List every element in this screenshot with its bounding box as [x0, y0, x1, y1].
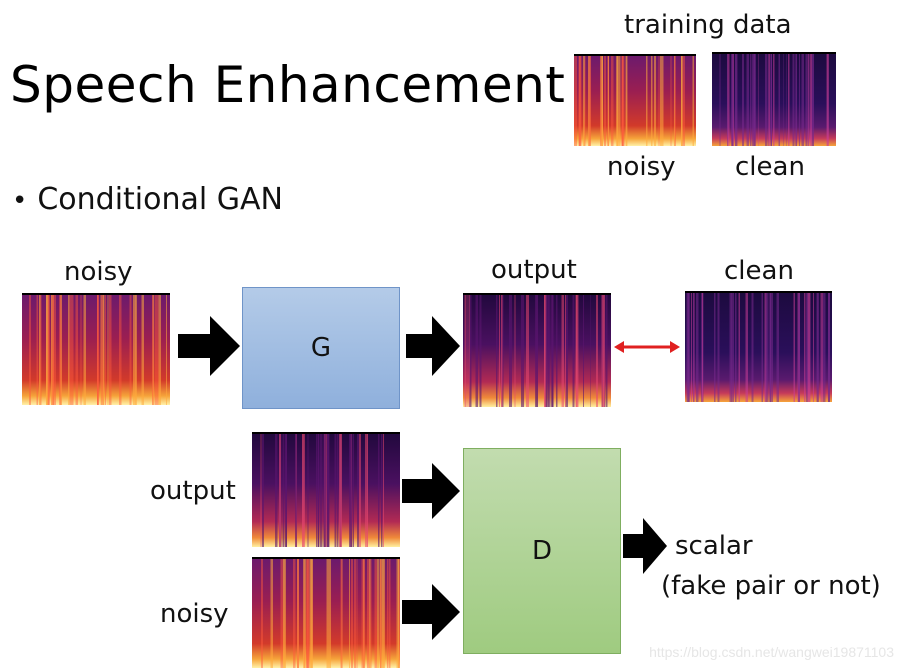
page-title: Speech Enhancement	[10, 56, 566, 114]
training-noisy-label: noisy	[607, 152, 676, 182]
discriminator-input1-label: output	[150, 476, 236, 506]
discriminator-result-label: scalar	[675, 531, 753, 561]
discriminator-block: D	[463, 448, 621, 654]
training-clean-spectrogram	[712, 52, 836, 146]
generator-input-label: noisy	[64, 257, 133, 287]
training-data-heading: training data	[624, 10, 792, 40]
arrow-output-to-discriminator-icon	[402, 463, 460, 519]
generator-input-spectrogram	[22, 293, 170, 405]
arrow-to-generator-icon	[178, 316, 240, 376]
generator-target-spectrogram	[685, 291, 832, 402]
generator-output-spectrogram	[463, 293, 611, 407]
generator-target-label: clean	[724, 256, 794, 286]
discriminator-input2-label: noisy	[160, 599, 229, 629]
discriminator-block-label: D	[531, 536, 553, 566]
generator-output-label: output	[491, 255, 577, 285]
watermark: https://blog.csdn.net/wangwei19871103	[649, 644, 894, 660]
bullet-item: • Conditional GAN	[12, 180, 283, 221]
generator-block: G	[242, 287, 400, 409]
arrow-from-generator-icon	[406, 316, 460, 376]
generator-block-label: G	[310, 333, 332, 363]
compare-double-arrow-icon	[614, 341, 680, 353]
discriminator-input1-spectrogram	[252, 432, 400, 547]
training-noisy-spectrogram	[574, 54, 696, 146]
arrow-discriminator-output-icon	[623, 518, 667, 574]
training-clean-label: clean	[735, 152, 805, 182]
arrow-noisy-to-discriminator-icon	[402, 584, 460, 640]
discriminator-result-note: (fake pair or not)	[661, 571, 881, 601]
bullet-marker: •	[12, 186, 28, 216]
discriminator-input2-spectrogram	[252, 557, 400, 668]
bullet-text: Conditional GAN	[37, 182, 283, 217]
